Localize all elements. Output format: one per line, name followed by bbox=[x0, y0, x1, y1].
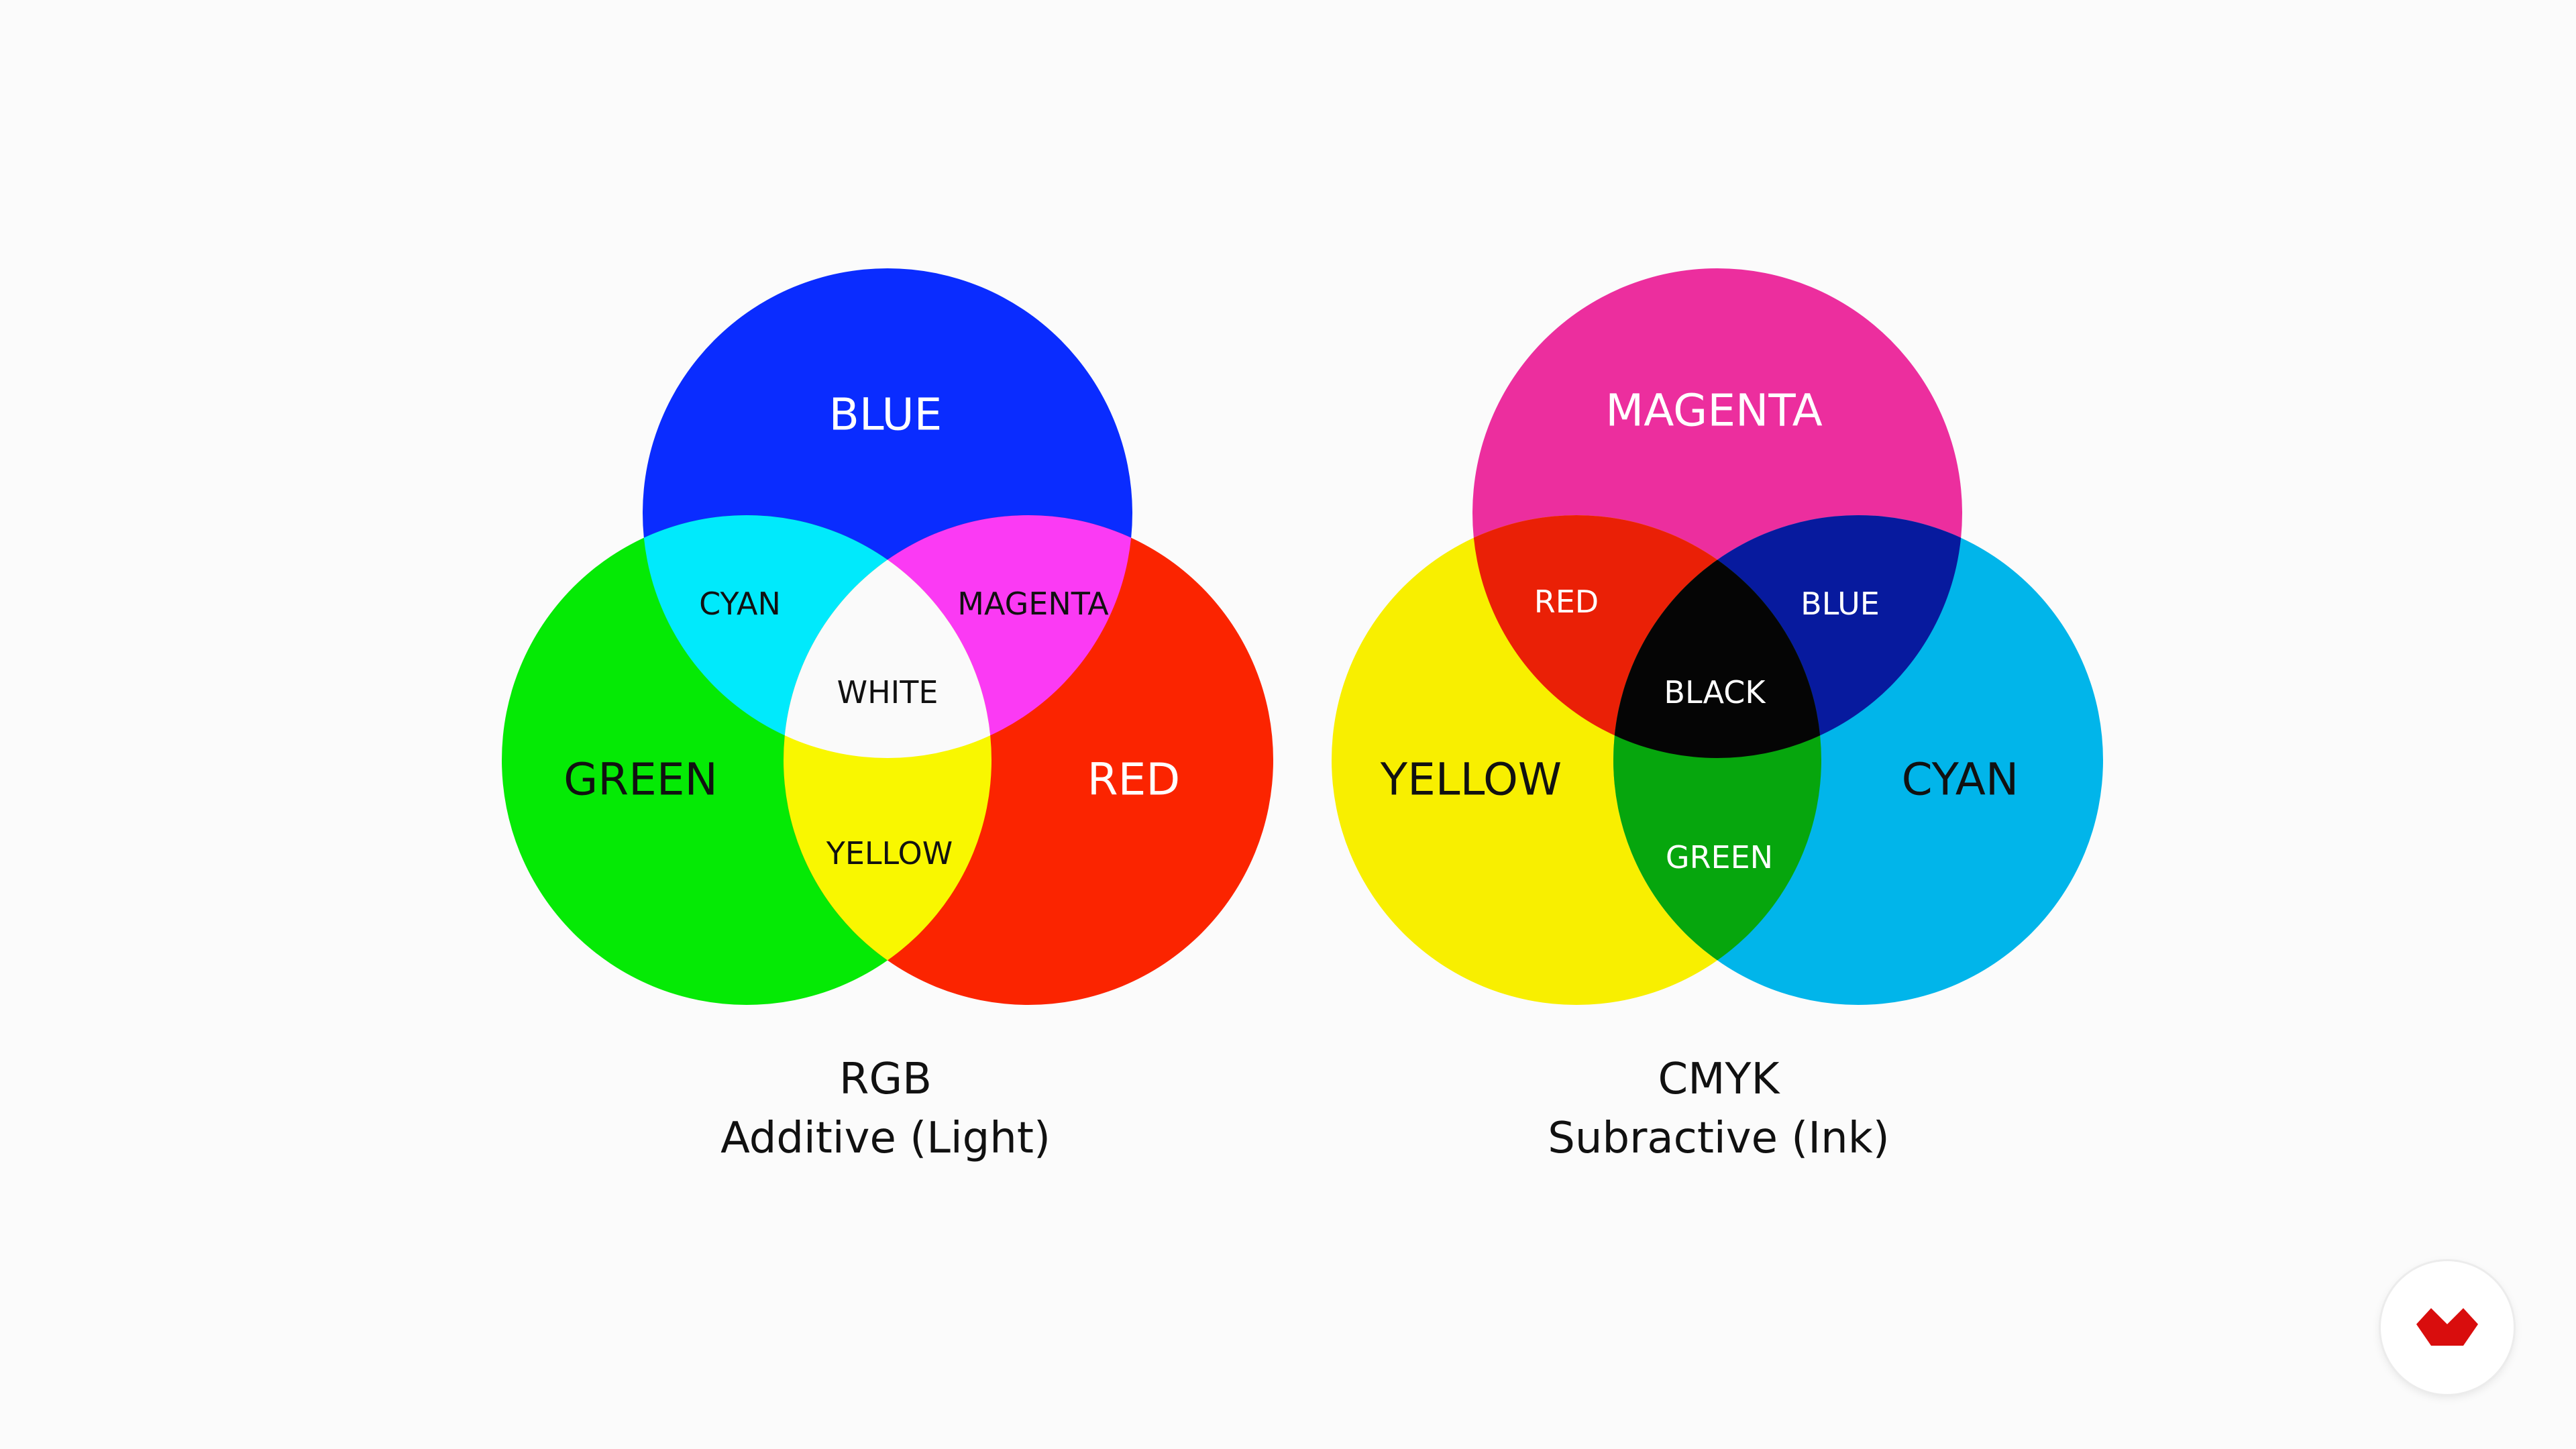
rgb-label-white-overlap: WHITE bbox=[837, 674, 938, 710]
cmyk-label-blue-overlap: BLUE bbox=[1801, 586, 1880, 622]
cmyk-label-green-overlap: GREEN bbox=[1666, 839, 1773, 875]
red-chevron-logo-icon bbox=[2416, 1308, 2478, 1346]
rgb-caption: RGB Additive (Light) bbox=[550, 1050, 1221, 1168]
cmyk-venn: MAGENTA YELLOW CYAN RED BLUE GREEN BLACK bbox=[1332, 268, 2103, 1005]
cmyk-label-cyan: CYAN bbox=[1902, 754, 2019, 806]
rgb-venn: BLUE GREEN RED CYAN MAGENTA YELLOW WHITE bbox=[502, 268, 1273, 1005]
rgb-label-red: RED bbox=[1087, 754, 1180, 806]
rgb-label-yellow-overlap: YELLOW bbox=[826, 835, 953, 871]
cmyk-label-black-overlap: BLACK bbox=[1664, 674, 1766, 710]
cmyk-label-magenta: MAGENTA bbox=[1605, 385, 1823, 437]
cmyk-label-yellow: YELLOW bbox=[1380, 754, 1562, 806]
cmyk-label-red-overlap: RED bbox=[1534, 584, 1599, 620]
cmyk-subtitle: Subractive (Ink) bbox=[1548, 1114, 1890, 1163]
rgb-label-cyan-overlap: CYAN bbox=[699, 586, 781, 622]
cmyk-caption: CMYK Subractive (Ink) bbox=[1383, 1050, 2054, 1168]
rgb-label-green: GREEN bbox=[564, 754, 718, 806]
rgb-title: RGB bbox=[839, 1055, 932, 1104]
rgb-label-magenta-overlap: MAGENTA bbox=[957, 586, 1109, 622]
cmyk-title: CMYK bbox=[1658, 1055, 1780, 1104]
logo-badge[interactable] bbox=[2381, 1261, 2514, 1394]
rgb-label-blue: BLUE bbox=[829, 389, 943, 441]
rgb-subtitle: Additive (Light) bbox=[720, 1114, 1051, 1163]
